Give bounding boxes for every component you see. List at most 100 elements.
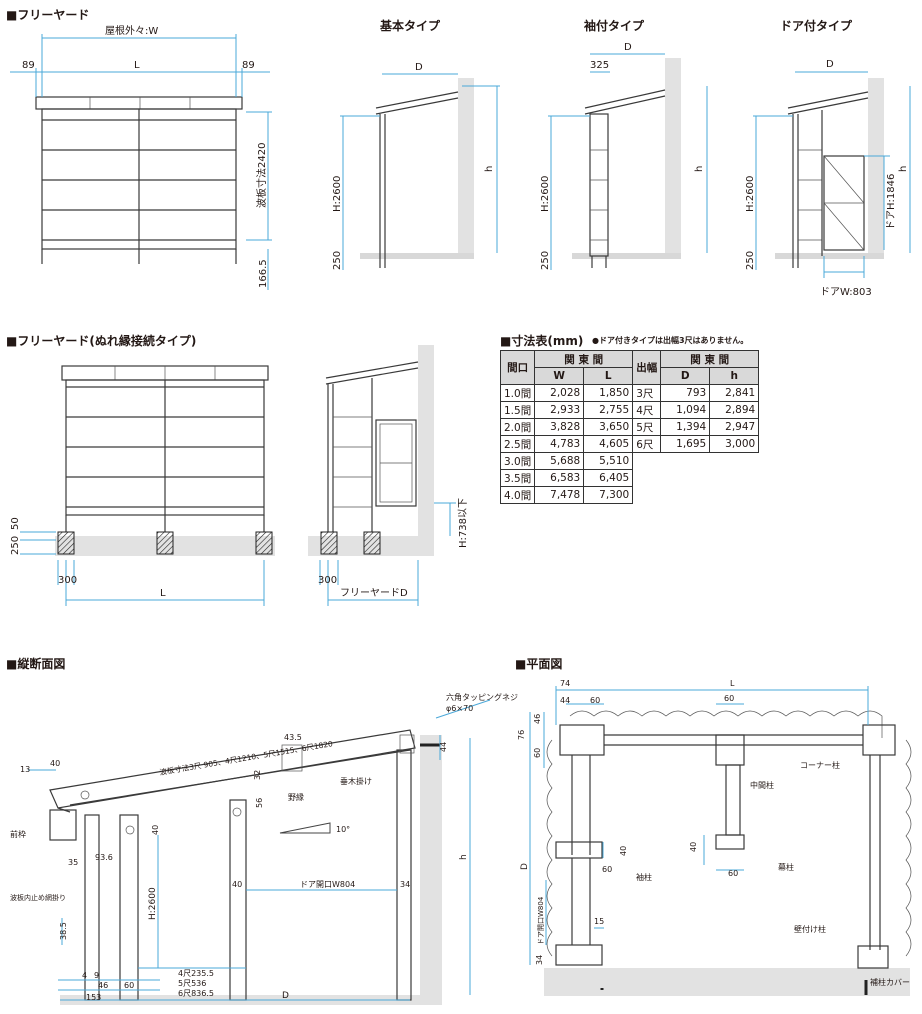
mid-post: [715, 734, 745, 766]
plan-d: D: [520, 863, 530, 870]
cell: 2.5間: [499, 435, 536, 453]
door-d-label: D: [826, 59, 834, 70]
plan-title: ■平面図: [515, 657, 563, 671]
nure-fyd-label: フリーヤードD: [340, 588, 408, 599]
cell: 1.5間: [499, 401, 536, 419]
plan-view: 74 L 44 60 60 46 76 60 コーナー柱 中間柱 40 60 4…: [517, 679, 912, 996]
cell: 3,000: [709, 435, 760, 453]
section-hanging: 波板内止め網掛り: [10, 893, 66, 902]
ground: [360, 253, 474, 259]
section-40b: 40: [151, 825, 160, 835]
corrugated-roof-right: [905, 739, 912, 957]
cell: 3.0間: [499, 452, 536, 470]
basic-type-title: 基本タイプ: [380, 19, 441, 33]
cell: 1,695: [660, 435, 711, 453]
section-32: 32: [253, 770, 262, 780]
wall: [544, 968, 910, 996]
section-h: h: [459, 854, 469, 860]
sode-post: [555, 841, 603, 859]
size-table-title: ■寸法表(mm): [500, 334, 584, 348]
roof-panel: [49, 729, 416, 809]
th-h: h: [709, 367, 760, 385]
th-l: L: [583, 367, 634, 385]
cell: 6尺: [632, 435, 662, 453]
section-435: 43.5: [284, 733, 302, 742]
footing: [156, 531, 174, 555]
free-yard-front-view: 屋根外々:W L 89 89 波板寸法2420 166.5: [10, 24, 272, 290]
plan-40a: 40: [619, 846, 628, 856]
nure-250-label: 250: [10, 536, 21, 555]
nure-front-view: 50 250 300 L: [10, 365, 275, 606]
door-post: [555, 944, 603, 966]
section-10deg: 10°: [336, 825, 350, 834]
nure-h738-label: H:738以下: [458, 498, 469, 548]
section-title: ■縦断面図: [6, 657, 66, 671]
section-40a: 40: [50, 759, 60, 768]
door-type-title: ドア付タイプ: [780, 19, 853, 33]
plan-cover: 補柱カバー: [870, 977, 910, 987]
section-153: 153: [86, 993, 101, 1002]
plan-60c: 60: [533, 748, 542, 758]
nure-300-label: 300: [58, 575, 77, 586]
section-40c: 40: [232, 880, 242, 889]
cell: 7,478: [534, 486, 585, 504]
basic-h-label: h: [484, 166, 495, 172]
w-label: 屋根外々:W: [105, 24, 158, 37]
cell: 2,028: [534, 384, 585, 402]
plan-mid: 中間柱: [750, 780, 774, 790]
door-250-label: 250: [745, 251, 756, 270]
basic-d-label: D: [415, 62, 423, 73]
panel-label: 波板寸法2420: [255, 143, 268, 208]
wall: [458, 78, 474, 256]
sode-d-label: D: [624, 42, 632, 53]
free-yard-title: ■フリーヤード: [6, 8, 90, 22]
section-9: 9: [94, 971, 99, 980]
cell: 2,841: [709, 384, 760, 402]
sode-h-label: h: [694, 166, 705, 172]
cell: 4尺: [632, 401, 662, 419]
wall: [418, 345, 434, 555]
section-44: 44: [439, 742, 448, 752]
wall: [420, 735, 442, 1005]
cell: 3,650: [583, 418, 634, 436]
section-13: 13: [20, 765, 30, 774]
th-deba: 出幅: [632, 350, 662, 385]
left-89-label: 89: [22, 60, 35, 71]
plan-corner: コーナー柱: [800, 760, 840, 770]
cell: 2,894: [709, 401, 760, 419]
section-screw-size: φ6×70: [446, 704, 473, 713]
wall: [868, 78, 884, 256]
th-kanto-right: 関 東 間: [660, 350, 760, 368]
cell: 1,394: [660, 418, 711, 436]
rear-post: [396, 749, 412, 1001]
section-56: 56: [255, 798, 264, 808]
cell: 6,405: [583, 469, 634, 487]
th-d: D: [660, 367, 711, 385]
nure-side-300-label: 300: [318, 575, 337, 586]
bottom-label: 166.5: [258, 259, 269, 288]
footing: [57, 531, 75, 555]
sode-h2600-label: H:2600: [540, 176, 551, 212]
basic-250-label: 250: [332, 251, 343, 270]
section-d: D: [282, 991, 289, 1001]
section-936: 93.6: [95, 853, 113, 862]
nure-l-label: L: [160, 588, 166, 599]
plan-60b: 60: [724, 694, 734, 703]
sode-type-view: D 325 H:2600 250 h: [540, 42, 708, 270]
door-type-view: D H:2600 250 h ドアH:1846 ドアW:803: [745, 59, 911, 298]
section-r5: 5尺536: [178, 979, 206, 988]
roof-beam: [35, 96, 243, 110]
corrugated-roof-left: [546, 739, 553, 957]
plan-44: 44: [560, 696, 570, 705]
section-r6: 6尺836.5: [178, 989, 214, 998]
section-4: 4: [82, 971, 87, 980]
nure-title: ■フリーヤード(ぬれ縁接続タイプ): [6, 334, 197, 348]
footing: [255, 531, 273, 555]
plan-60d: 60: [602, 865, 612, 874]
plan-46: 46: [533, 714, 542, 724]
